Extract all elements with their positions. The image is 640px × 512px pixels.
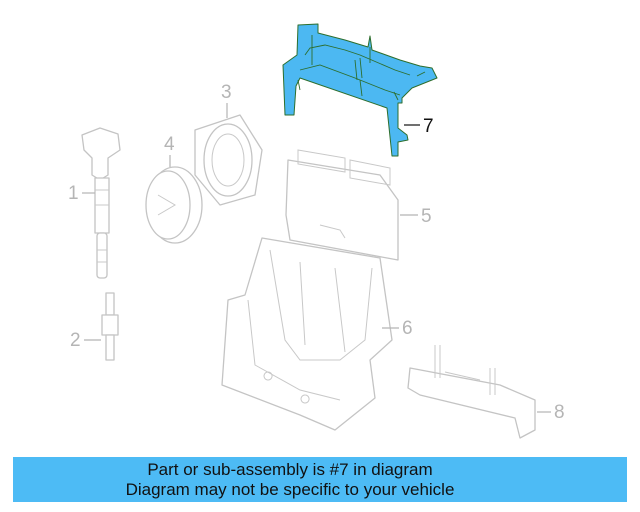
svg-text:5: 5	[421, 206, 432, 227]
svg-text:4: 4	[164, 134, 175, 155]
part-8-bracket[interactable]	[407, 345, 536, 439]
part-2-spark-plug[interactable]	[101, 292, 119, 361]
info-banner: Part or sub-assembly is #7 in diagram Di…	[13, 457, 627, 502]
part-4-cap[interactable]	[145, 166, 203, 244]
svg-text:8: 8	[554, 402, 565, 423]
callout-8: 8	[537, 402, 565, 423]
part-5-control-module[interactable]	[285, 149, 399, 261]
callout-3: 3	[221, 82, 232, 118]
callout-6: 6	[382, 318, 413, 339]
callout-1: 1	[68, 183, 95, 204]
svg-text:3: 3	[221, 82, 232, 103]
svg-text:6: 6	[402, 318, 413, 339]
part-3-housing[interactable]	[194, 114, 263, 206]
svg-text:2: 2	[70, 330, 81, 351]
banner-line-1: Part or sub-assembly is #7 in diagram	[147, 460, 433, 479]
svg-text:1: 1	[68, 183, 79, 204]
banner-line-2: Diagram may not be specific to your vehi…	[125, 480, 455, 499]
parts-diagram: 1 2 3 4 5 6 7 8	[68, 23, 565, 439]
part-7-bracket-highlighted[interactable]	[282, 23, 438, 157]
callout-2: 2	[70, 330, 101, 351]
callout-4: 4	[164, 134, 175, 167]
callout-5: 5	[400, 206, 432, 227]
part-1-ignition-coil[interactable]	[81, 127, 121, 279]
svg-text:7: 7	[423, 116, 434, 137]
part-6-tray[interactable]	[221, 237, 393, 431]
callout-7: 7	[404, 116, 434, 137]
